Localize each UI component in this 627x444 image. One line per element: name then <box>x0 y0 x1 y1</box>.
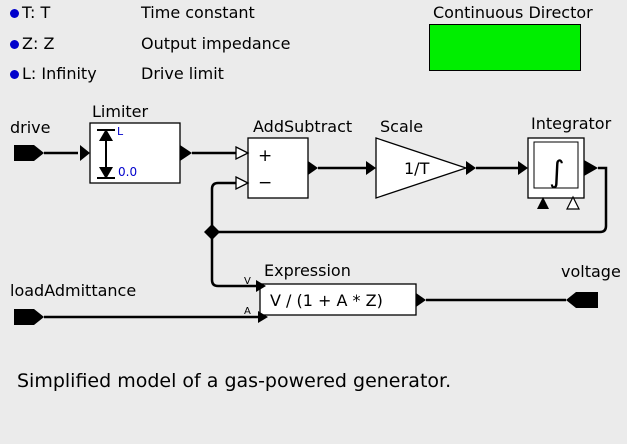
input-triangle-icon <box>518 161 528 175</box>
down-arrow-icon <box>99 167 113 179</box>
input-triangle-icon <box>80 145 90 161</box>
add-subtract-label: AddSubtract <box>253 117 352 136</box>
initial-state-port-icon <box>566 195 580 210</box>
integrator-label: Integrator <box>531 114 612 133</box>
load-admittance-label: loadAdmittance <box>10 281 136 300</box>
input-triangle-icon <box>366 161 376 175</box>
plus-port-icon <box>235 145 250 161</box>
wires <box>44 151 608 319</box>
load-admittance-port[interactable]: loadAdmittance <box>10 281 136 325</box>
add-subtract-actor[interactable]: AddSubtract + − <box>235 117 352 199</box>
trigger-port-icon <box>537 197 549 209</box>
parameter-dot-icon <box>10 40 19 49</box>
output-triangle-icon <box>180 145 192 161</box>
drive-port[interactable]: drive <box>10 118 51 161</box>
scale-actor[interactable]: Scale 1/T <box>366 117 476 199</box>
up-arrow-icon <box>99 129 113 141</box>
input-v-label: V <box>244 276 251 287</box>
parameter-label: Z: Z <box>22 34 55 53</box>
a-port-icon <box>258 311 268 323</box>
parameter-description: Time constant <box>141 3 255 22</box>
output-triangle-icon <box>466 161 476 175</box>
parameter-dot-icon <box>10 70 19 79</box>
parameter-description: Output impedance <box>141 34 291 53</box>
drive-label: drive <box>10 118 51 137</box>
scale-factor: 1/T <box>404 159 430 178</box>
input-port-icon <box>14 309 44 325</box>
input-a-label: A <box>244 306 251 317</box>
parameter-dot-icon <box>10 9 19 18</box>
expression-formula: V / (1 + A * Z) <box>270 291 383 310</box>
continuous-director[interactable] <box>429 24 581 71</box>
expression-actor[interactable]: Expression V A V / (1 + A * Z) <box>244 261 426 323</box>
output-triangle-icon <box>584 160 598 176</box>
director-label: Continuous Director <box>433 3 593 22</box>
parameter-label: L: Infinity <box>22 64 97 83</box>
expression-label: Expression <box>264 261 351 280</box>
limiter-upper: L <box>117 125 124 138</box>
minus-port-icon <box>235 175 250 191</box>
integral-symbol: ∫ <box>549 155 565 190</box>
limiter-label: Limiter <box>92 102 149 121</box>
model-caption: Simplified model of a gas-powered genera… <box>17 370 452 392</box>
output-port-icon <box>566 292 598 308</box>
relation-diamond-icon[interactable] <box>204 224 220 240</box>
parameter-description: Drive limit <box>141 64 224 83</box>
plus-sign: + <box>258 146 272 166</box>
minus-sign: − <box>258 173 272 193</box>
v-port-icon <box>256 280 266 292</box>
limiter-lower: 0.0 <box>118 165 137 179</box>
output-triangle-icon <box>416 293 426 307</box>
input-port-icon <box>14 145 44 161</box>
integrator-actor[interactable]: Integrator ∫ <box>518 114 612 210</box>
voltage-port[interactable]: voltage <box>561 262 621 308</box>
voltage-label: voltage <box>561 262 621 281</box>
output-triangle-icon <box>308 161 318 175</box>
wire-integrator-feedback <box>212 166 608 234</box>
parameter-label: T: T <box>22 3 51 22</box>
scale-label: Scale <box>380 117 423 136</box>
limiter-actor[interactable]: Limiter L 0.0 <box>80 102 192 184</box>
